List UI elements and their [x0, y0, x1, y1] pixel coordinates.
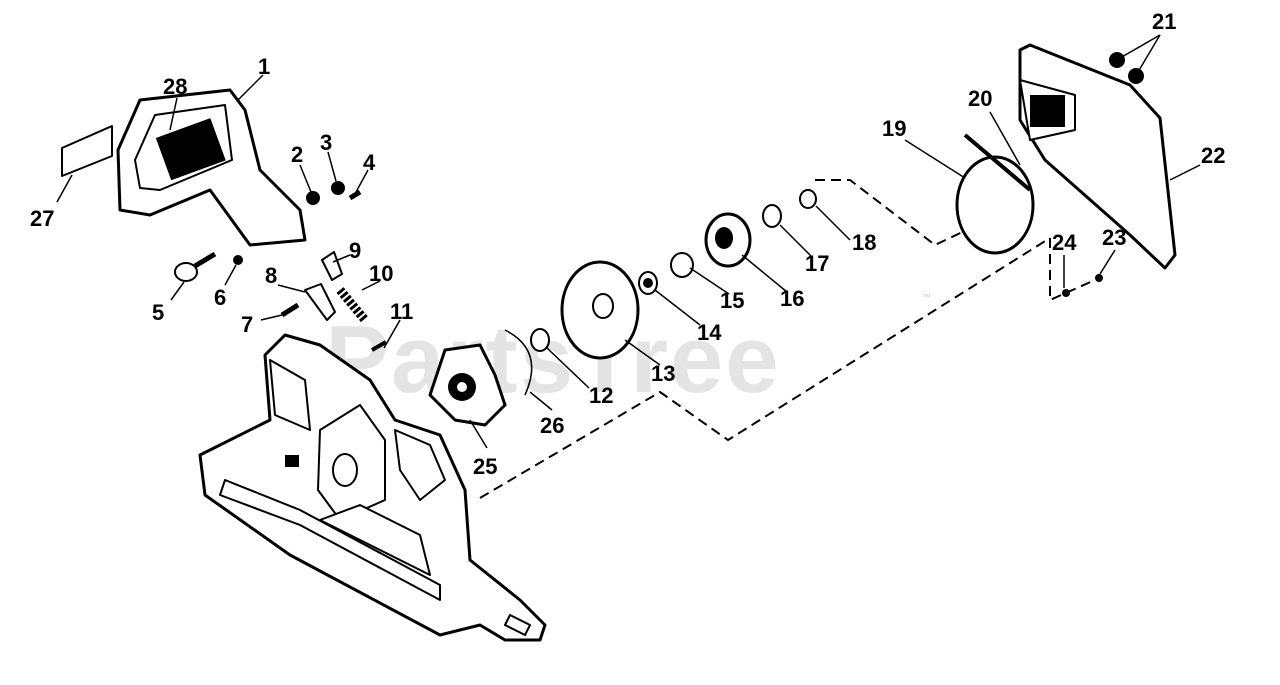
washer-12: [530, 328, 550, 352]
callout-20: 20: [968, 86, 992, 111]
callout-24: 24: [1052, 230, 1077, 255]
watermark-trademark: ™: [922, 292, 931, 302]
clutch-spring: [504, 329, 533, 396]
callout-11: 11: [390, 299, 413, 324]
callout-13: 13: [651, 361, 675, 386]
callout-19: 19: [882, 116, 906, 141]
callout-22: 22: [1201, 143, 1225, 168]
callout-18: 18: [852, 230, 876, 255]
callout-4: 4: [363, 150, 376, 175]
rim-sprocket: [704, 212, 752, 268]
callout-28: 28: [163, 74, 187, 99]
callout-12: 12: [589, 383, 613, 408]
sleeve-15: [670, 252, 694, 278]
callout-5: 5: [152, 300, 164, 325]
callout-8: 8: [265, 263, 277, 288]
callout-7: 7: [241, 312, 253, 337]
washer-17: [762, 204, 782, 228]
small-hardware: [174, 181, 387, 352]
clutch-assembly: [428, 343, 507, 427]
cover-nuts: [1109, 52, 1144, 84]
callout-10: 10: [369, 261, 393, 286]
callout-1: 1: [258, 54, 270, 79]
callout-26: 26: [540, 413, 564, 438]
decal-label: [61, 125, 113, 177]
main-housing: [198, 333, 547, 642]
callout-leaders: [56, 34, 1201, 449]
clutch-drum: [560, 260, 640, 360]
nut-18: [799, 189, 817, 209]
callout-9: 9: [349, 238, 361, 263]
callout-27: 27: [30, 206, 54, 231]
brake-band: [955, 133, 1035, 255]
hand-guard: [116, 88, 307, 247]
callout-21: 21: [1152, 9, 1176, 34]
callout-3: 3: [320, 130, 332, 155]
callout-6: 6: [214, 285, 226, 310]
side-cover: [1018, 43, 1177, 270]
callout-15: 15: [720, 288, 744, 313]
callout-23: 23: [1102, 225, 1126, 250]
watermark-text: PartsTree: [325, 306, 781, 413]
small-screws: [1062, 274, 1103, 297]
callout-14: 14: [697, 320, 722, 345]
callout-numbers: 1 2 3 4 5 6 7 8 9 10 11 12 13 14 15 16 1…: [30, 9, 1225, 479]
callout-16: 16: [780, 286, 804, 311]
callout-25: 25: [473, 454, 497, 479]
needle-bearing: [638, 271, 658, 295]
callout-17: 17: [805, 251, 829, 276]
callout-2: 2: [291, 142, 303, 167]
